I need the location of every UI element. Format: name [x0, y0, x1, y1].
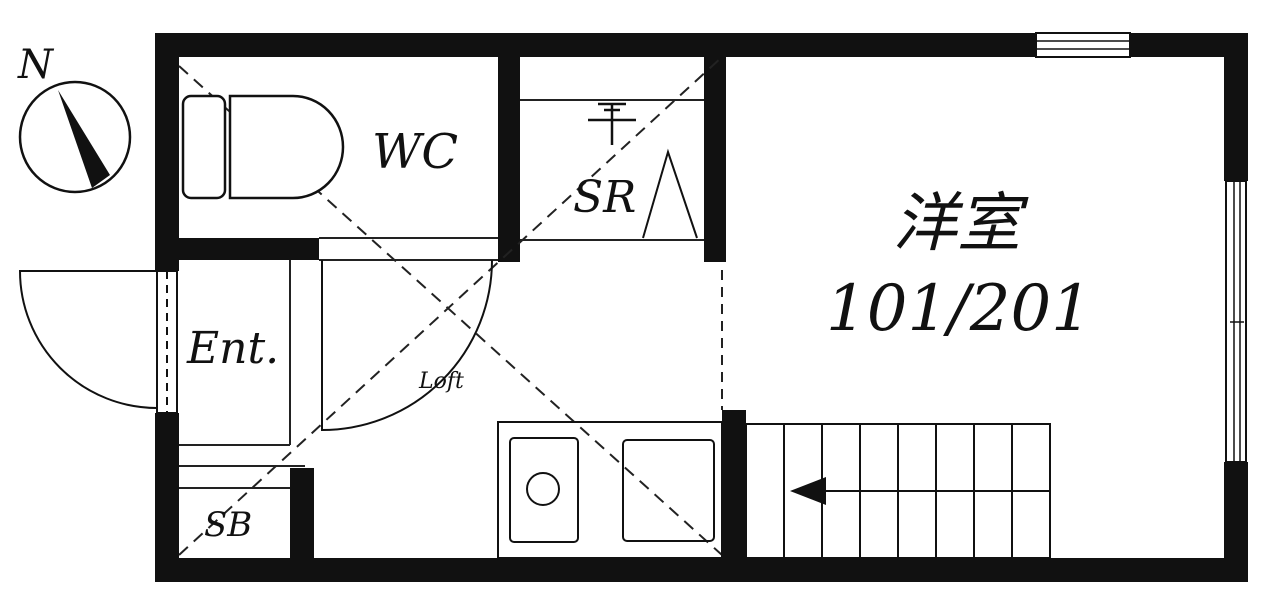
entrance-label: Ent. [186, 323, 279, 374]
kitchen-counter [497, 421, 723, 559]
wc-label: WC [372, 124, 458, 180]
shoe-box-label: SB [204, 505, 252, 545]
interior-walls [179, 57, 746, 582]
unit-numbers-label: 101/201 [826, 272, 1092, 346]
sink-icon [509, 437, 579, 543]
north-arrow-icon [58, 90, 110, 188]
door-swing-icon [18, 270, 158, 409]
compass-north-label: N [17, 42, 55, 88]
sr-label: SR [573, 172, 636, 223]
side-window-icon [1225, 180, 1247, 463]
outer-walls [155, 33, 1248, 582]
inner-door-swing [321, 259, 493, 432]
toilet-icon [181, 94, 345, 200]
thin-partitions [179, 99, 723, 489]
window-icon [1035, 32, 1131, 58]
western-room-label: 洋室 [893, 187, 1029, 261]
entrance-door[interactable] [18, 270, 178, 414]
stove-icon [622, 439, 715, 542]
compass-ring [18, 80, 132, 194]
shower-faucet-shape [642, 148, 698, 239]
loft-label: Loft [418, 369, 464, 394]
compass: N [17, 42, 132, 194]
shower-icon [588, 102, 636, 145]
stairs-arrow-icon [790, 477, 826, 505]
